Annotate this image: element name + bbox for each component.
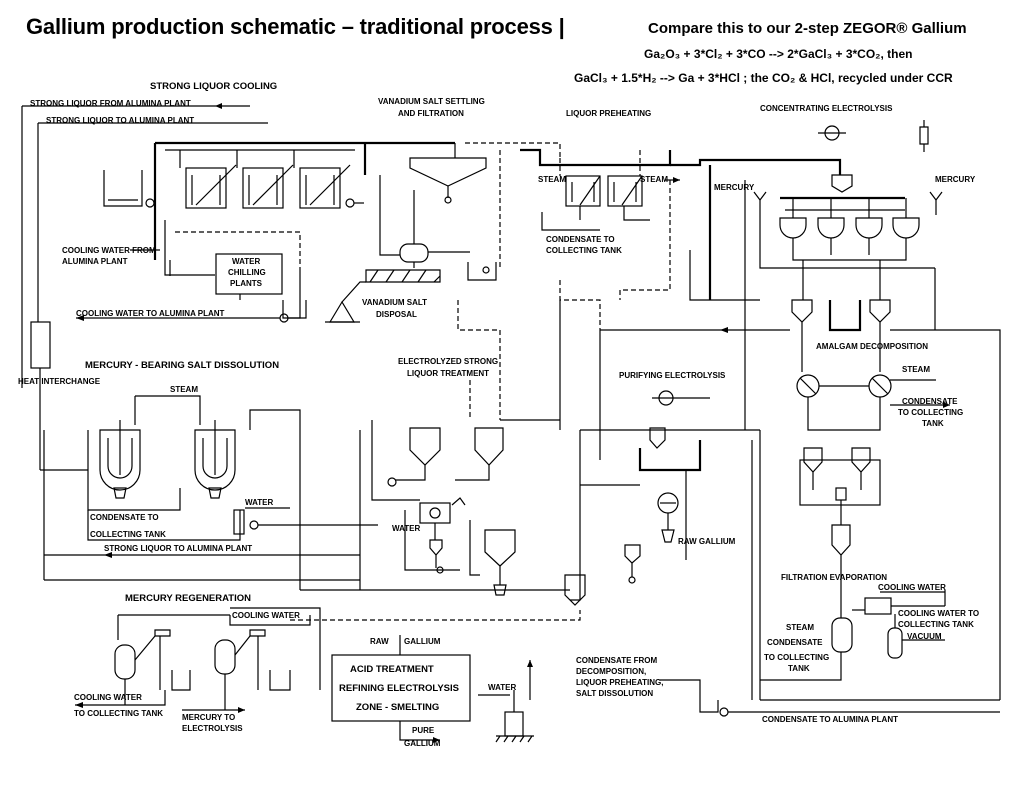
label-vanadium-2: AND FILTRATION — [398, 109, 464, 118]
label-steam-preheat-2: STEAM — [640, 175, 668, 184]
mercury-regeneration-equipment — [75, 607, 581, 713]
label-mercury-salt-dissolution: MERCURY - BEARING SALT DISSOLUTION — [85, 360, 279, 371]
label-strong-liquor-to-alumina-bottom: STRONG LIQUOR TO ALUMINA PLANT — [104, 544, 252, 553]
label-concentrating-electrolysis: CONCENTRATING ELECTROLYSIS — [760, 104, 893, 113]
label-tank-evap: TANK — [788, 664, 810, 673]
label-water-chilling-2: CHILLING — [228, 268, 266, 277]
label-mercury-right: MERCURY — [935, 175, 976, 184]
label-heat-interchange: HEAT INTERCHANGE — [18, 377, 101, 386]
amalgam-decomposition-equipment — [599, 299, 1001, 700]
concentrating-electrolysis-equipment — [753, 120, 943, 300]
label-vanadium-disposal-1: VANADIUM SALT — [362, 298, 427, 307]
label-water-electrolyzed: WATER — [392, 524, 421, 533]
label-water-dissolution: WATER — [245, 498, 274, 507]
label-cooling-water-reg-top: COOLING WATER — [232, 611, 300, 620]
label-condensate-from-2: DECOMPOSITION, — [576, 667, 646, 676]
label-strong-liquor-from: STRONG LIQUOR FROM ALUMINA PLANT — [30, 99, 191, 108]
label-mercury-regeneration: MERCURY REGENERATION — [125, 593, 251, 604]
refining-area-equipment — [399, 635, 1000, 743]
label-cooling-water-to-evap-1: COOLING WATER TO — [898, 609, 979, 618]
label-gallium-bottom: GALLIUM — [404, 739, 441, 748]
label-strong-liquor-to: STRONG LIQUOR TO ALUMINA PLANT — [46, 116, 194, 125]
mercury-salt-dissolution-equipment — [44, 395, 378, 590]
label-raw: RAW — [370, 637, 389, 646]
label-water-chilling-1: WATER — [232, 257, 261, 266]
label-mercury-to-1: MERCURY TO — [182, 713, 235, 722]
reaction-equation-2: GaCl₃ + 1.5*H₂ --> Ga + 3*HCl ; the CO₂ … — [574, 71, 953, 85]
label-collecting-tank-dissolution: COLLECTING TANK — [90, 530, 166, 539]
label-condensate-to-alumina: CONDENSATE TO ALUMINA PLANT — [762, 715, 898, 724]
label-vanadium-1: VANADIUM SALT SETTLING — [378, 97, 485, 106]
reaction-equation-1: Ga₂O₃ + 3*Cl₂ + 3*CO --> 2*GaCl₃ + 3*CO₂… — [644, 47, 913, 61]
label-steam-condensate-2: CONDENSATE — [767, 638, 823, 647]
label-cooling-water-reg-1: COOLING WATER — [74, 693, 142, 702]
label-condensate-dissolution: CONDENSATE TO — [90, 513, 159, 522]
label-electrolyzed-2: LIQUOR TREATMENT — [407, 369, 489, 378]
connecting-pipes — [40, 165, 936, 700]
label-mercury-left: MERCURY — [714, 183, 755, 192]
label-steam-preheat-1: STEAM — [538, 175, 566, 184]
zegor-comparison-text: Compare this to our 2-step ZEGOR® Galliu… — [648, 20, 967, 37]
label-steam-amalgam: STEAM — [902, 365, 930, 374]
label-zone-smelting: ZONE - SMELTING — [356, 702, 439, 713]
page-title: Gallium production schematic – tradition… — [26, 14, 565, 39]
label-condensate-from-4: SALT DISSOLUTION — [576, 689, 653, 698]
filtration-evaporation-equipment — [760, 447, 1000, 701]
label-to-collecting-amalgam: TO COLLECTING — [898, 408, 963, 417]
label-cooling-water-to-alumina: COOLING WATER TO ALUMINA PLANT — [76, 309, 225, 318]
label-cooling-water-from-1: COOLING WATER FROM — [62, 246, 156, 255]
label-amalgam-decomposition: AMALGAM DECOMPOSITION — [816, 342, 928, 351]
label-cooling-water-from-2: ALUMINA PLANT — [62, 257, 128, 266]
label-vacuum: VACUUM — [907, 632, 942, 641]
label-condensate-to-1: CONDENSATE TO — [546, 235, 615, 244]
label-raw-gallium: RAW GALLIUM — [678, 537, 736, 546]
vanadium-settling-equipment — [325, 141, 561, 323]
label-condensate-amalgam: CONDENSATE — [902, 397, 958, 406]
label-refining-electrolysis: REFINING ELECTROLYSIS — [339, 683, 459, 694]
liquor-preheating-equipment — [520, 148, 842, 231]
label-steam-dissolution: STEAM — [170, 385, 198, 394]
strong-liquor-cooling-equipment — [21, 103, 365, 580]
label-collecting-tank-1: COLLECTING TANK — [546, 246, 622, 255]
label-mercury-to-2: ELECTROLYSIS — [182, 724, 243, 733]
label-water-chilling-3: PLANTS — [230, 279, 263, 288]
label-electrolyzed-1: ELECTROLYZED STRONG — [398, 357, 498, 366]
label-gallium-top: GALLIUM — [404, 637, 441, 646]
label-acid-treatment: ACID TREATMENT — [350, 664, 434, 675]
label-condensate-from-3: LIQUOR PREHEATING, — [576, 678, 663, 687]
electrolyzed-liquor-equipment — [300, 300, 586, 606]
label-filtration-evaporation: FILTRATION EVAPORATION — [781, 573, 887, 582]
label-condensate-from-1: CONDENSATE FROM — [576, 656, 658, 665]
label-cooling-water-reg-2: TO COLLECTING TANK — [74, 709, 163, 718]
label-vanadium-disposal-2: DISPOSAL — [376, 310, 417, 319]
label-cooling-water-to-evap-2: COLLECTING TANK — [898, 620, 974, 629]
label-liquor-preheating: LIQUOR PREHEATING — [566, 109, 651, 118]
label-strong-liquor-cooling: STRONG LIQUOR COOLING — [150, 81, 277, 92]
label-purifying-electrolysis: PURIFYING ELECTROLYSIS — [619, 371, 726, 380]
label-water-smelting: WATER — [488, 683, 517, 692]
label-tank-amalgam: TANK — [922, 419, 944, 428]
label-steam-condensate-1: STEAM — [786, 623, 814, 632]
refining-box — [331, 654, 471, 722]
label-to-collecting-evap: TO COLLECTING — [764, 653, 829, 662]
purifying-electrolysis-equipment — [570, 390, 761, 601]
label-pure: PURE — [412, 726, 435, 735]
label-cooling-water-evap: COOLING WATER — [878, 583, 946, 592]
